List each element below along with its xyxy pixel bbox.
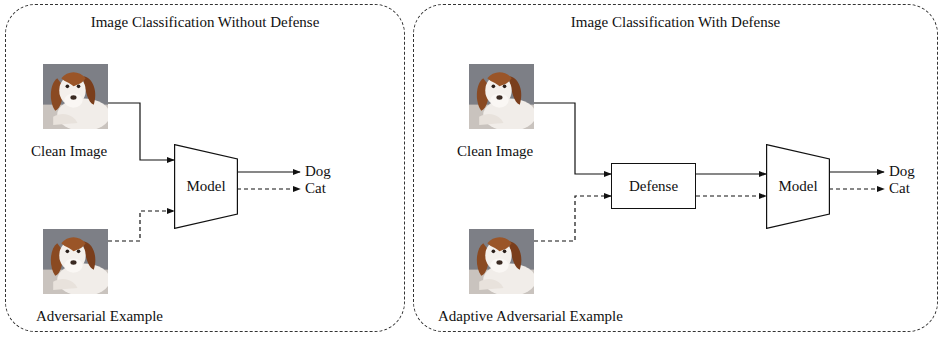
trapezoid-shape [175, 145, 238, 229]
input-image: Clean Image [469, 64, 534, 129]
class-output-label: Cat [889, 180, 910, 197]
connector [534, 196, 611, 241]
defense-label: Defense [629, 178, 678, 195]
dog-photo [43, 229, 108, 294]
model-label: Model [186, 178, 225, 195]
dog-photo-content [43, 64, 108, 129]
dog-photo-content [43, 229, 108, 294]
panel-heading: Image Classification With Defense [414, 14, 937, 31]
dog-photo [43, 64, 108, 129]
connector [696, 195, 766, 196]
defense-box: Defense [611, 163, 696, 209]
trapezoid-shape [767, 145, 830, 229]
dog-photo-content [469, 229, 534, 294]
connector [108, 103, 174, 160]
model-trapezoid: Model [174, 144, 238, 229]
input-image: Adversarial Example [43, 229, 108, 294]
connector [696, 173, 766, 174]
dog-photo [469, 229, 534, 294]
output-arrow [237, 171, 300, 172]
panel-heading: Image Classification Without Defense [6, 14, 404, 31]
dog-photo-content [469, 64, 534, 129]
image-caption: Clean Image [457, 143, 533, 160]
class-output-label: Cat [305, 180, 326, 197]
connector [108, 211, 174, 241]
output-arrow [829, 171, 884, 172]
model-label: Model [778, 178, 817, 195]
class-output-label: Dog [889, 163, 915, 180]
image-caption: Adversarial Example [36, 308, 163, 325]
output-arrow [237, 188, 300, 189]
input-image: Clean Image [43, 64, 108, 129]
input-image: Adaptive Adversarial Example [469, 229, 534, 294]
panel-region: Image Classification With DefenseClean I… [413, 4, 938, 332]
class-output-label: Dog [305, 163, 331, 180]
image-caption: Clean Image [31, 143, 107, 160]
image-caption: Adaptive Adversarial Example [438, 308, 623, 325]
model-trapezoid: Model [766, 144, 830, 229]
dog-photo [469, 64, 534, 129]
panel-region: Image Classification Without DefenseClea… [5, 4, 405, 332]
connector [534, 103, 611, 174]
output-arrow [829, 188, 884, 189]
